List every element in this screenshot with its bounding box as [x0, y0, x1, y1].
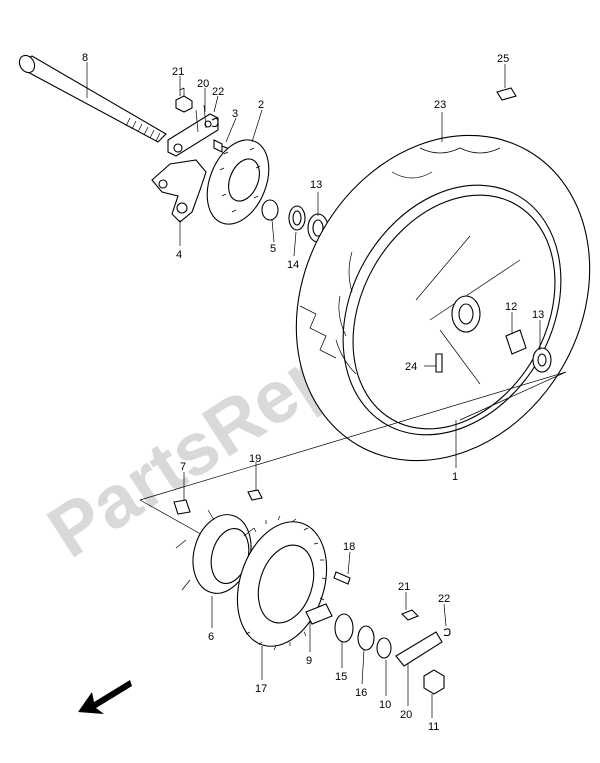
part-label: 11	[428, 721, 439, 733]
bolt-top	[175, 87, 193, 113]
bolt-18	[333, 571, 351, 585]
bolt-bottom	[401, 609, 419, 621]
part-label: 5	[270, 243, 276, 255]
sprocket	[236, 515, 328, 651]
part-label: 13	[310, 179, 322, 191]
part-label: 20	[400, 709, 412, 721]
spacer-5	[261, 199, 279, 221]
part-label: 21	[398, 581, 410, 593]
part-label: 10	[379, 699, 391, 711]
spacer-10	[376, 637, 392, 659]
part-label: 17	[255, 683, 267, 695]
spacer-12	[505, 329, 527, 355]
part-label: 25	[497, 53, 509, 65]
part-label: 2	[258, 99, 264, 111]
part-label: 24	[405, 361, 417, 373]
part-label: 4	[176, 249, 182, 261]
nut-19	[247, 489, 263, 501]
part-label: 6	[208, 631, 214, 643]
clip-bottom	[443, 628, 451, 637]
axle	[18, 54, 167, 143]
damper	[173, 499, 191, 515]
seal-16	[357, 625, 375, 651]
direction-arrow-icon	[78, 680, 132, 714]
balance-weight	[496, 87, 517, 101]
part-label: 9	[306, 655, 312, 667]
bearing-13-right	[532, 347, 552, 373]
adjuster-plate-top	[167, 104, 219, 157]
part-label: 12	[505, 301, 517, 313]
valve	[435, 353, 443, 373]
part-label: 20	[197, 78, 209, 90]
bearing-15	[334, 613, 354, 643]
rear-wheel	[295, 134, 591, 462]
part-label: 23	[434, 99, 446, 111]
leader-lines	[86, 62, 541, 718]
part-label: 3	[232, 108, 238, 120]
part-label: 13	[532, 309, 544, 321]
nut-11	[423, 669, 445, 695]
part-label: 8	[82, 52, 88, 64]
clip-top	[211, 117, 219, 128]
part-label: 19	[249, 453, 261, 465]
part-label: 22	[438, 593, 450, 605]
part-label: 1	[452, 471, 458, 483]
part-label: 16	[355, 687, 367, 699]
caliper-bracket	[151, 159, 207, 223]
part-label: 22	[212, 86, 224, 98]
part-label: 21	[172, 66, 184, 78]
part-label: 15	[335, 671, 347, 683]
part-label: 7	[180, 461, 186, 473]
part-label: 14	[287, 259, 299, 271]
sleeve	[305, 603, 333, 625]
brake-disc	[206, 139, 270, 225]
part-label: 18	[343, 541, 355, 553]
ring-14	[288, 205, 306, 231]
part-labels: 8 21 20 22 3 2 4 5 14 13 23 25 12 13 24 …	[82, 52, 544, 733]
adjuster-plate-bottom	[395, 631, 443, 667]
